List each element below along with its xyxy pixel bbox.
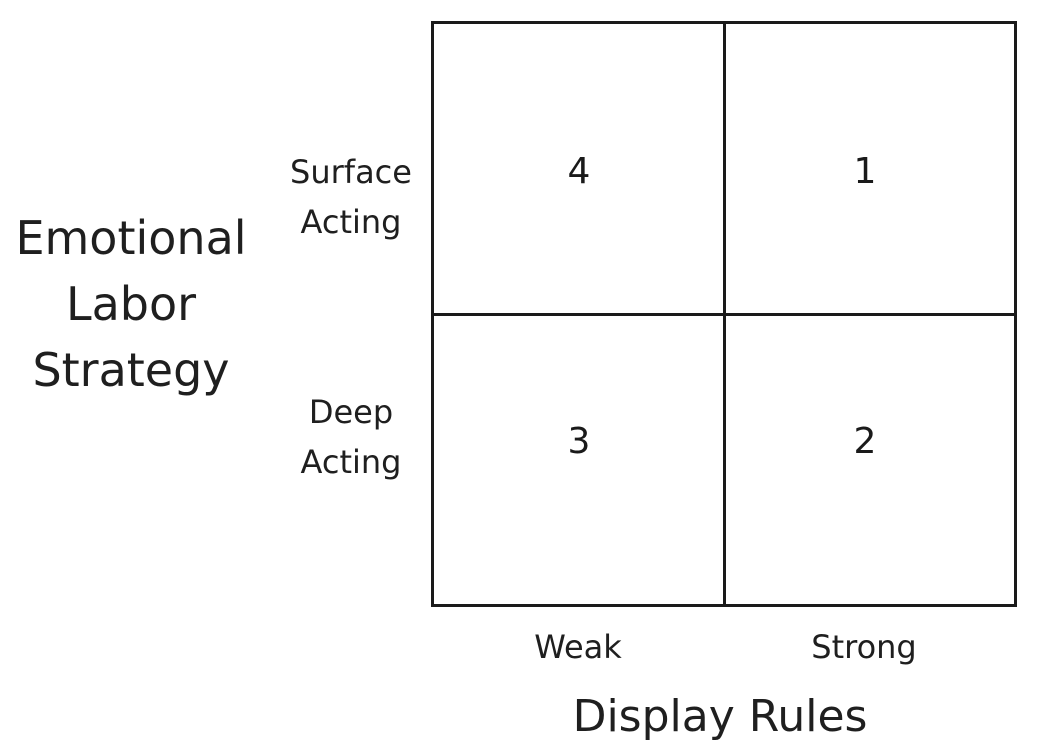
quadrant-deep-weak-number: 3: [567, 421, 591, 462]
row-label-deep-acting: Deep Acting: [281, 387, 421, 487]
row-label-line: Acting: [300, 443, 402, 481]
grid-vertical-divider: [723, 24, 726, 604]
column-label-weak: Weak: [534, 628, 622, 666]
quadrant-surface-weak-number: 4: [567, 151, 591, 192]
y-axis-title: Emotional Labor Strategy: [0, 205, 262, 403]
column-label-strong: Strong: [811, 628, 917, 666]
quadrant-grid: 4 1 3 2: [431, 21, 1017, 607]
row-label-surface-acting: Surface Acting: [281, 147, 421, 247]
quadrant-surface-strong-number: 1: [853, 151, 877, 192]
y-axis-title-line: Labor: [65, 277, 197, 331]
quadrant-deep-strong-number: 2: [853, 421, 877, 462]
y-axis-title-line: Strategy: [32, 343, 230, 397]
y-axis-title-line: Emotional: [15, 211, 247, 265]
row-label-line: Surface: [290, 153, 412, 191]
x-axis-title: Display Rules: [572, 691, 868, 742]
row-label-line: Acting: [300, 203, 402, 241]
row-label-line: Deep: [308, 393, 394, 431]
